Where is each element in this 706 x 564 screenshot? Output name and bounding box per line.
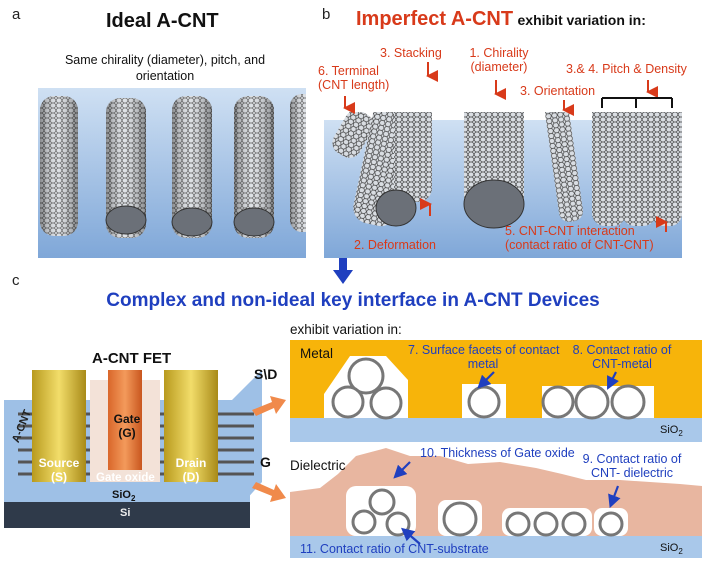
label-interaction-line1: 5. CNT-CNT interaction — [505, 224, 635, 238]
cnt-dense-bundle — [592, 112, 682, 226]
cnt-tube-a2 — [105, 98, 147, 238]
dielectric-thickness-label: 10. Thickness of Gate oxide — [420, 446, 575, 460]
panel-a-subtitle-line1: Same chirality (diameter), pitch, and — [64, 53, 266, 67]
dielectric-interface-illustration — [290, 448, 702, 558]
dielectric-substrate-label: 11. Contact ratio of CNT-substrate — [300, 542, 489, 556]
label-chirality-line1: 1. Chirality — [469, 46, 529, 60]
fet-sio2-text: SiO — [112, 489, 131, 501]
fet-source-label-line2: (S) — [51, 470, 67, 484]
dielectric-label: Dielectric — [290, 458, 346, 473]
arrow-sd-label: S\D — [254, 366, 278, 382]
metal-label: Metal — [300, 346, 334, 361]
fet-gate-oxide-label: Gate oxide — [96, 472, 155, 484]
label-deformation: 2. Deformation — [354, 238, 436, 252]
dielectric-ratio-line2: CNT- dielectric — [591, 466, 673, 480]
fet-si-layer — [4, 502, 250, 528]
metal-facets-label: 7. Surface facets of contact metal — [408, 343, 560, 371]
label-terminal: 6. Terminal (CNT length) — [318, 64, 389, 92]
dielectric-sio2-layer — [290, 536, 702, 558]
label-chirality-line2: (diameter) — [470, 60, 528, 74]
cnt-tube-a4 — [233, 96, 275, 238]
fet-drain-label-line1: Drain — [175, 456, 207, 470]
arrow-g-label: G — [260, 454, 271, 470]
fet-sio2-sub: 2 — [130, 494, 136, 504]
cnt-tube-a5 — [290, 94, 306, 232]
panel-b-letter: b — [322, 6, 331, 23]
dielectric-cnt-cross-sections — [351, 488, 624, 537]
gate-electrode — [108, 370, 142, 470]
label-orientation: 3. Orientation — [520, 84, 596, 98]
cnt-tilted — [545, 112, 583, 222]
fet-source-label: Source (S) — [32, 456, 86, 484]
ideal-cnt-illustration — [38, 88, 306, 258]
label-stacking: 3. Stacking — [380, 46, 442, 60]
panel-a-subtitle: Same chirality (diameter), pitch, and or… — [30, 52, 300, 84]
fet-sio2-layer — [4, 488, 250, 502]
g-arrow-icon — [252, 482, 286, 502]
cnt-stacked — [353, 112, 432, 227]
label-pitch-density: 3.& 4. Pitch & Density — [566, 62, 687, 76]
fet-gate-label-line1: Gate — [113, 412, 141, 426]
fet-device-illustration — [4, 370, 262, 528]
metal-facets-line2: metal — [467, 357, 499, 371]
fet-source-label-line1: Source — [38, 456, 80, 470]
fet-drain-label-line2: (D) — [182, 470, 200, 484]
dielectric-ratio-label: 9. Contact ratio of CNT- dielectric — [572, 452, 692, 480]
cnt-tube-a1 — [40, 96, 78, 236]
metal-facets-line1: 7. Surface facets of contact — [408, 343, 560, 357]
panel-b-title-rest: exhibit variation in: — [517, 12, 646, 28]
panel-c-orange-arrows — [252, 396, 286, 502]
label-interaction: 5. CNT-CNT interaction (contact ratio of… — [505, 224, 654, 252]
cnt-tube-a3 — [171, 96, 213, 238]
panel-c-title: Complex and non-ideal key interface in A… — [106, 290, 600, 311]
metal-sio2-sub: 2 — [678, 429, 683, 439]
metal-sio2-layer — [290, 418, 702, 442]
metal-ratio-label: 8. Contact ratio of CNT-metal — [562, 343, 682, 371]
fet-si-label: Si — [120, 507, 131, 519]
metal-cnt-cross-sections — [331, 357, 646, 420]
source-electrode — [32, 370, 86, 482]
drain-electrode — [164, 370, 218, 482]
dielectric-ratio-line1: 9. Contact ratio of — [582, 452, 682, 466]
label-chirality: 1. Chirality (diameter) — [464, 46, 534, 74]
variation-header: exhibit variation in: — [290, 322, 402, 337]
pitch-bracket-icon — [601, 97, 673, 108]
panel-c-letter: c — [12, 272, 20, 289]
cnt-large-diameter — [463, 112, 525, 229]
dielectric-sio2-label: SiO2 — [660, 542, 683, 556]
metal-interface-illustration — [290, 340, 702, 442]
panel-a-subtitle-line2: orientation — [135, 69, 195, 83]
label-terminal-line1: 6. Terminal — [318, 64, 379, 78]
sd-arrow-icon — [252, 396, 286, 416]
panel-a-title: Ideal A-CNT — [106, 10, 219, 32]
panel-a-letter: a — [12, 6, 21, 23]
panel-b-title: Imperfect A-CNT exhibit variation in: — [356, 8, 646, 31]
fet-gate-label: Gate (G) — [108, 412, 146, 440]
dielectric-sio2-sub: 2 — [678, 547, 683, 557]
fet-title: A-CNT FET — [92, 350, 172, 367]
metal-ratio-line1: 8. Contact ratio of — [572, 343, 672, 357]
label-interaction-line2: (contact ratio of CNT-CNT) — [505, 238, 654, 252]
fet-drain-label: Drain (D) — [164, 456, 218, 484]
metal-sio2-label: SiO2 — [660, 424, 683, 438]
label-terminal-line2: (CNT length) — [318, 78, 390, 92]
fet-gate-label-line2: (G) — [118, 426, 136, 440]
cnt-terminal-short — [332, 112, 374, 158]
metal-ratio-line2: CNT-metal — [592, 357, 652, 371]
imperfect-cnt-illustration — [324, 112, 682, 258]
fet-sio2-label: SiO2 — [112, 489, 135, 503]
down-arrow-icon — [333, 258, 353, 284]
metal-sio2-text: SiO — [660, 424, 679, 436]
dielectric-sio2-text: SiO — [660, 542, 679, 554]
panel-b-title-red: Imperfect A-CNT — [356, 8, 514, 30]
